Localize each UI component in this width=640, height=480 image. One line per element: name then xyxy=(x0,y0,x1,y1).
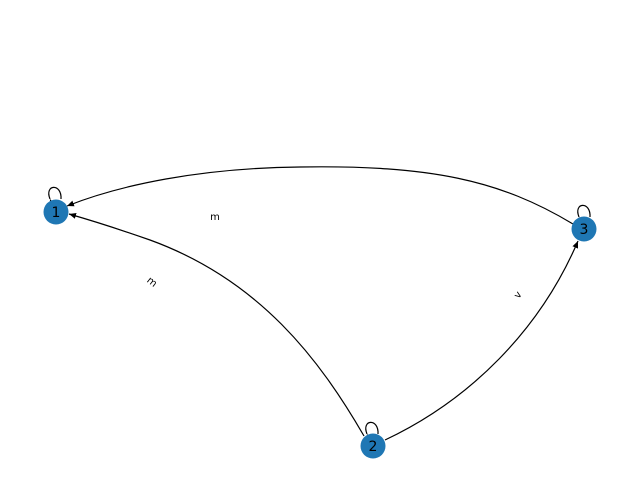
node-3: 3 xyxy=(571,216,597,242)
edge-label-2-to-3: v xyxy=(512,290,524,301)
node-3-circle xyxy=(571,216,597,242)
edge-label-2-to-1: m xyxy=(144,275,158,290)
edge-2-to-3 xyxy=(384,240,579,441)
edge-3-to-1 xyxy=(66,166,574,225)
node-2-circle xyxy=(360,433,386,459)
edge-2-to-1 xyxy=(68,213,365,437)
edge-label-3-to-1: m xyxy=(210,212,220,223)
node-1-circle xyxy=(43,199,69,225)
nodes: 1 2 3 xyxy=(43,199,597,459)
edge-labels: m m v xyxy=(144,212,524,301)
edges xyxy=(48,166,591,442)
node-1: 1 xyxy=(43,199,69,225)
node-2-label: 2 xyxy=(369,439,378,455)
edge-1-self-loop xyxy=(48,186,62,207)
node-1-label: 1 xyxy=(52,205,61,221)
node-3-label: 3 xyxy=(580,222,589,238)
edge-3-self-loop xyxy=(577,204,591,225)
edge-2-self-loop xyxy=(365,421,379,442)
node-2: 2 xyxy=(360,433,386,459)
